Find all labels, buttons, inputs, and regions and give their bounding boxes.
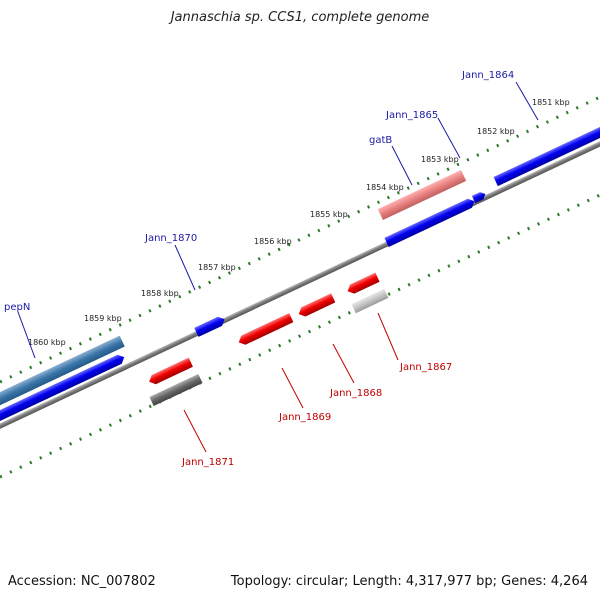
kbp-label: 1855 kbp xyxy=(310,210,348,219)
kbp-label: 1859 kbp xyxy=(84,314,122,323)
gene-red-left[interactable] xyxy=(147,357,193,387)
gene-label-pepn[interactable]: pepN xyxy=(4,302,30,313)
kbp-label: 1857 kbp xyxy=(198,263,236,272)
gene-pepn[interactable] xyxy=(0,335,125,417)
gene-jann-1867[interactable] xyxy=(345,272,380,296)
gene-gatb[interactable] xyxy=(377,169,467,221)
kbp-label: 1858 kbp xyxy=(141,289,179,298)
kbp-label: 1853 kbp xyxy=(421,155,459,164)
gene-label-gatb[interactable]: gatB xyxy=(369,135,392,146)
outer-tick-track xyxy=(0,95,600,384)
gene-jann-1870[interactable] xyxy=(194,315,226,337)
forward-genes xyxy=(0,125,600,432)
gene-label-jann-1865[interactable]: Jann_1865 xyxy=(385,110,438,121)
gene-label-jann-1871[interactable]: Jann_1871 xyxy=(181,457,234,468)
gene-jann-1868[interactable] xyxy=(297,293,336,318)
reverse-gene-labels: Jann_1867 Jann_1868 Jann_1869 Jann_1871 xyxy=(181,362,452,468)
gene-label-jann-1864[interactable]: Jann_1864 xyxy=(461,70,514,81)
gene-jann-1871[interactable] xyxy=(149,373,203,407)
kbp-labels: 1851 kbp 1852 kbp 1853 kbp 1854 kbp 1855… xyxy=(28,98,570,347)
reverse-genes xyxy=(147,272,389,407)
gene-jann-1865[interactable] xyxy=(384,197,476,247)
gene-label-jann-1867[interactable]: Jann_1867 xyxy=(399,362,452,373)
topology-info: Topology: circular; Length: 4,317,977 bp… xyxy=(230,574,588,589)
gene-label-jann-1869[interactable]: Jann_1869 xyxy=(278,412,331,423)
gene-jann-1864[interactable] xyxy=(493,125,600,187)
kbp-label: 1856 kbp xyxy=(254,237,292,246)
gene-jann-1867-body[interactable] xyxy=(351,288,389,314)
kbp-label: 1860 kbp xyxy=(28,338,66,347)
forward-gene-labels: Jann_1864 Jann_1865 gatB Jann_1870 pepN xyxy=(4,70,514,313)
kbp-label: 1852 kbp xyxy=(477,127,515,136)
map-title: Jannaschia sp. CCS1, complete genome xyxy=(170,10,430,25)
gene-label-jann-1870[interactable]: Jann_1870 xyxy=(144,233,197,244)
accession-info: Accession: NC_007802 xyxy=(8,574,156,589)
kbp-label: 1854 kbp xyxy=(366,183,404,192)
gene-forward-left[interactable] xyxy=(0,353,126,432)
gene-small-forward[interactable] xyxy=(471,190,487,204)
kbp-label: 1851 kbp xyxy=(532,98,570,107)
gene-label-jann-1868[interactable]: Jann_1868 xyxy=(329,388,382,399)
gene-jann-1869[interactable] xyxy=(237,313,294,347)
inner-tick-track xyxy=(0,193,600,479)
leader-lines xyxy=(17,81,539,453)
